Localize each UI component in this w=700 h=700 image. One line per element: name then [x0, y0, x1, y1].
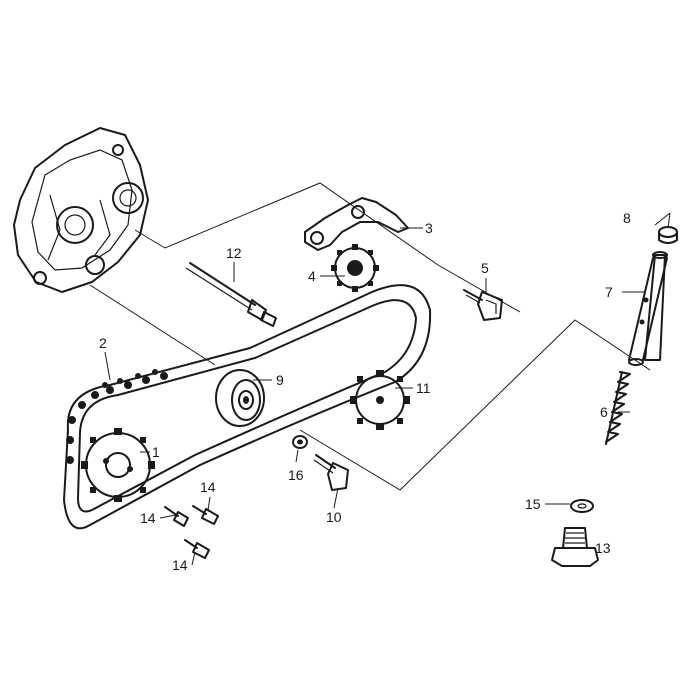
callout-13: 13	[595, 540, 611, 556]
timing-chain	[63, 284, 432, 530]
assembly-reference-lines	[89, 182, 651, 491]
tube-cap	[658, 226, 678, 244]
sealing-washer	[570, 499, 594, 513]
callout-12: 12	[226, 245, 242, 261]
tensioner-tube	[628, 251, 668, 366]
cam-chain-tensioner-shaft	[185, 262, 277, 327]
callout-11: 11	[416, 380, 431, 396]
callout-7: 7	[605, 284, 613, 300]
callout-14-c: 14	[172, 557, 188, 573]
tensioner-spring	[605, 371, 631, 445]
callout-10: 10	[326, 509, 342, 525]
callout-5: 5	[481, 260, 489, 276]
callout-4: 4	[308, 268, 316, 284]
callout-6: 6	[600, 404, 608, 420]
small-bolt-b	[192, 505, 219, 525]
callout-2: 2	[99, 335, 107, 351]
flange-bolt	[463, 289, 503, 321]
drive-sprocket-small	[331, 244, 379, 292]
callout-labels: 1 2 3 4 5 6 7 8 9 10 11 12 13 14 14 14 1…	[99, 210, 631, 573]
callout-9: 9	[276, 372, 284, 388]
callout-14-b: 14	[200, 479, 216, 495]
chain-guide-roller	[215, 369, 265, 427]
tensioner-bracket	[304, 197, 409, 251]
small-bolt-c	[184, 539, 210, 559]
sealing-plug-bolt	[551, 527, 599, 567]
callout-16: 16	[288, 467, 304, 483]
callout-8: 8	[623, 210, 631, 226]
engine-crankcase	[13, 127, 149, 293]
callout-leaders	[104, 212, 671, 566]
callout-3: 3	[425, 220, 433, 236]
callout-1: 1	[152, 444, 160, 460]
callout-14-a: 14	[140, 510, 156, 526]
small-bolt-a	[164, 506, 189, 527]
guide-bolt	[313, 454, 349, 491]
crankshaft-sprocket	[81, 428, 155, 502]
callout-15: 15	[525, 496, 541, 512]
small-washer	[292, 435, 308, 449]
